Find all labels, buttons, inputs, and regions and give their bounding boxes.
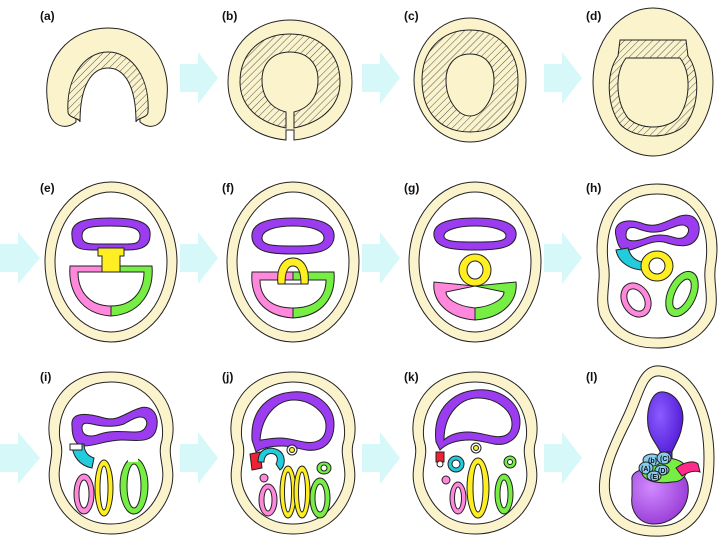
panel-label-b: (b) (222, 9, 237, 23)
panel-k-cyan-ring-hole (451, 459, 461, 469)
panel-i-green-loop-hole (126, 463, 142, 509)
panel-b-hatched-layer (239, 33, 341, 129)
panel-a (46, 27, 168, 127)
panel-j-green-loop-hole (314, 483, 326, 513)
flow-arrows (0, 52, 582, 484)
panel-d (592, 7, 714, 157)
panel-h-yellow-ring-hole (648, 257, 666, 275)
panel-b (227, 19, 353, 141)
panel-l-blue-cell-e (646, 470, 662, 482)
panel-labels: (a) (b) (c) (d) (e) (f) (g) (h) (i) (j) … (40, 9, 601, 384)
panel-k-purple-arc (435, 389, 521, 451)
panel-j-yellow-dot-inner (289, 447, 295, 453)
panel-c-hatched-layer (421, 29, 519, 133)
arrow-into-i (0, 432, 40, 484)
arrow-f-to-g (362, 232, 400, 284)
panel-l-label-a: (A) (641, 466, 651, 473)
panel-j (230, 371, 356, 535)
arrow-j-to-k (362, 432, 400, 484)
panel-i-white-connector (69, 443, 83, 451)
panel-label-e: (e) (40, 181, 55, 195)
panel-k-yellow-loop-hole (472, 463, 484, 513)
panel-k-red-stub (435, 451, 445, 463)
panel-i (48, 371, 174, 535)
panel-l-pink-arm (675, 461, 701, 477)
panel-j-pink-small (259, 473, 269, 483)
panel-label-i: (i) (40, 370, 51, 384)
panel-i-yellow-loop-hole (99, 465, 109, 511)
panel-k-pink-loop-hole (454, 486, 462, 510)
panel-l-label-c: (C) (660, 456, 670, 463)
panel-k (412, 371, 538, 535)
panel-i-green-gap (128, 456, 138, 462)
panel-k-green-small-hole (507, 459, 513, 465)
arrow-g-to-h (544, 232, 582, 284)
panel-j-yellow-loop-1-hole (284, 471, 292, 513)
panel-f (226, 181, 360, 343)
arrow-b-to-c (362, 52, 400, 104)
panel-e-bottom-inner (77, 271, 145, 307)
panel-label-d: (d) (586, 9, 601, 23)
arrow-c-to-d (544, 52, 582, 104)
panel-h-green-ring-hole (672, 278, 692, 310)
panel-j-yellow-loop-2-hole (298, 471, 306, 513)
panel-l-label-b: (b) (648, 458, 657, 465)
panel-h-pink-ring-hole (626, 288, 646, 312)
panel-label-g: (g) (404, 181, 419, 195)
panel-j-cyan-hook (257, 447, 285, 471)
panel-l-label-e: (E) (650, 474, 659, 481)
arrow-k-to-l (544, 432, 582, 484)
panel-d-hatched-layer (608, 39, 698, 137)
panel-e (44, 181, 178, 343)
panel-l-blue-cell-c (656, 451, 672, 465)
panel-g-purple-tube (433, 217, 517, 251)
panel-k-pink-small (441, 475, 451, 485)
panel-l: (b) (C) (A) (D) (E) (598, 365, 715, 537)
panel-label-a: (a) (40, 9, 55, 23)
panel-g (408, 181, 542, 343)
panel-label-h: (h) (586, 181, 601, 195)
arrow-e-to-f (180, 232, 218, 284)
panel-h (596, 183, 718, 349)
panel-k-yellow-dot-inner (473, 445, 479, 451)
panel-e-purple-tube (71, 217, 151, 251)
panel-g-yellow-ring-hole (466, 260, 484, 280)
panel-j-green-small-hole (320, 464, 328, 472)
panel-j-purple-arc (251, 391, 335, 453)
panel-label-j: (j) (222, 370, 233, 384)
panel-g-green-crescent (474, 281, 517, 321)
panel-a-outer-arch (46, 27, 168, 127)
panel-label-l: (l) (586, 370, 597, 384)
panel-l-label-d: (D) (658, 468, 668, 475)
panel-c (413, 17, 527, 143)
panel-f-yellow-arch (277, 257, 309, 285)
panel-k-red-stub-end (436, 460, 444, 468)
arrow-into-e (0, 232, 40, 284)
panel-j-pink-loop-hole (263, 488, 273, 512)
panel-label-f: (f) (222, 181, 234, 195)
panel-i-pink-loop-hole (78, 479, 90, 509)
panel-label-k: (k) (404, 370, 419, 384)
panel-e-yellow-stalk (97, 247, 125, 273)
arrow-a-to-b (180, 52, 218, 104)
panel-l-blue-cell-a (638, 461, 654, 475)
arrow-i-to-j (180, 432, 218, 484)
panel-h-purple-tube (614, 214, 700, 251)
panel-f-purple-tube (251, 217, 335, 255)
panel-label-c: (c) (404, 9, 419, 23)
panel-k-green-loop-hole (499, 479, 509, 509)
panel-a-hatched-layer (67, 51, 149, 123)
